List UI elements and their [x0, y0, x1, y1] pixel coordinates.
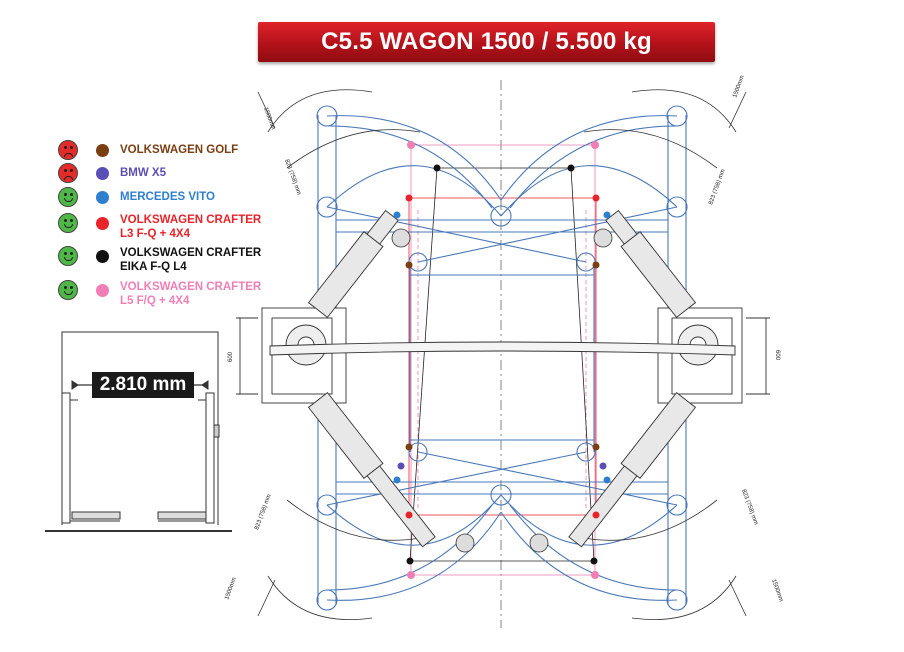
legend-dot-black	[96, 250, 109, 263]
legend-label-line-2: L5 F/Q + 4X4	[120, 295, 190, 307]
happy-face-icon	[58, 187, 78, 207]
dim-823-br: 823 (758) mm	[740, 489, 758, 526]
dim-823-bl: 823 (758) mm	[254, 494, 272, 531]
legend-dot-purple	[96, 167, 109, 180]
happy-face-icon	[58, 280, 78, 300]
legend-dot-red	[96, 217, 109, 230]
legend-dot-brown	[96, 144, 109, 157]
happy-face-icon	[58, 213, 78, 233]
legend-label-line-1: VOLKSWAGEN CRAFTER	[120, 214, 262, 226]
page-title: C5.5 WAGON 1500 / 5.500 kg	[321, 28, 652, 55]
sad-face-icon	[58, 163, 78, 183]
legend-label-line-1: VOLKSWAGEN CRAFTER	[120, 281, 262, 293]
black-guide-lines	[409, 167, 595, 562]
legend-dot-blue	[96, 191, 109, 204]
lift-arms	[307, 209, 697, 548]
legend-label: MERCEDES VITO	[120, 191, 215, 203]
dim-600-right: 600	[774, 350, 780, 361]
dim-1500-bl: 1500mm	[224, 577, 238, 601]
red-guide-lines	[408, 197, 597, 516]
title-banner: C5.5 WAGON 1500 / 5.500 kg	[258, 22, 715, 62]
legend-label-line-1: VOLKSWAGEN CRAFTER	[120, 247, 262, 259]
reach-arcs	[257, 89, 747, 621]
legend-label: BMW X5	[120, 167, 166, 179]
legend-label-line-2: L3 F-Q + 4X4	[120, 228, 190, 240]
legend-dot-pink	[96, 284, 109, 297]
dim-600-left: 600	[228, 351, 234, 362]
dim-1500-tr: 1500mm	[732, 75, 746, 99]
pink-guide-lines	[410, 144, 596, 576]
legend-label: VOLKSWAGEN GOLF	[120, 144, 239, 156]
contact-points	[393, 141, 611, 579]
blue-arm-frame	[316, 105, 688, 611]
happy-face-icon	[58, 246, 78, 266]
dim-1500-tl: 1500mm	[262, 107, 276, 131]
sad-face-icon	[58, 140, 78, 160]
dim-823-tr: 823 (758) mm	[708, 169, 726, 206]
legend-label-line-2: EIKA F-Q L4	[120, 261, 187, 273]
dim-1500-br: 1500mm	[770, 579, 784, 603]
floor-crossbar	[269, 341, 736, 356]
lift-width-label: 2.810 mm	[92, 372, 194, 398]
lifting-pads	[391, 228, 613, 553]
right-column-base	[657, 307, 770, 404]
left-column-base	[236, 307, 347, 404]
